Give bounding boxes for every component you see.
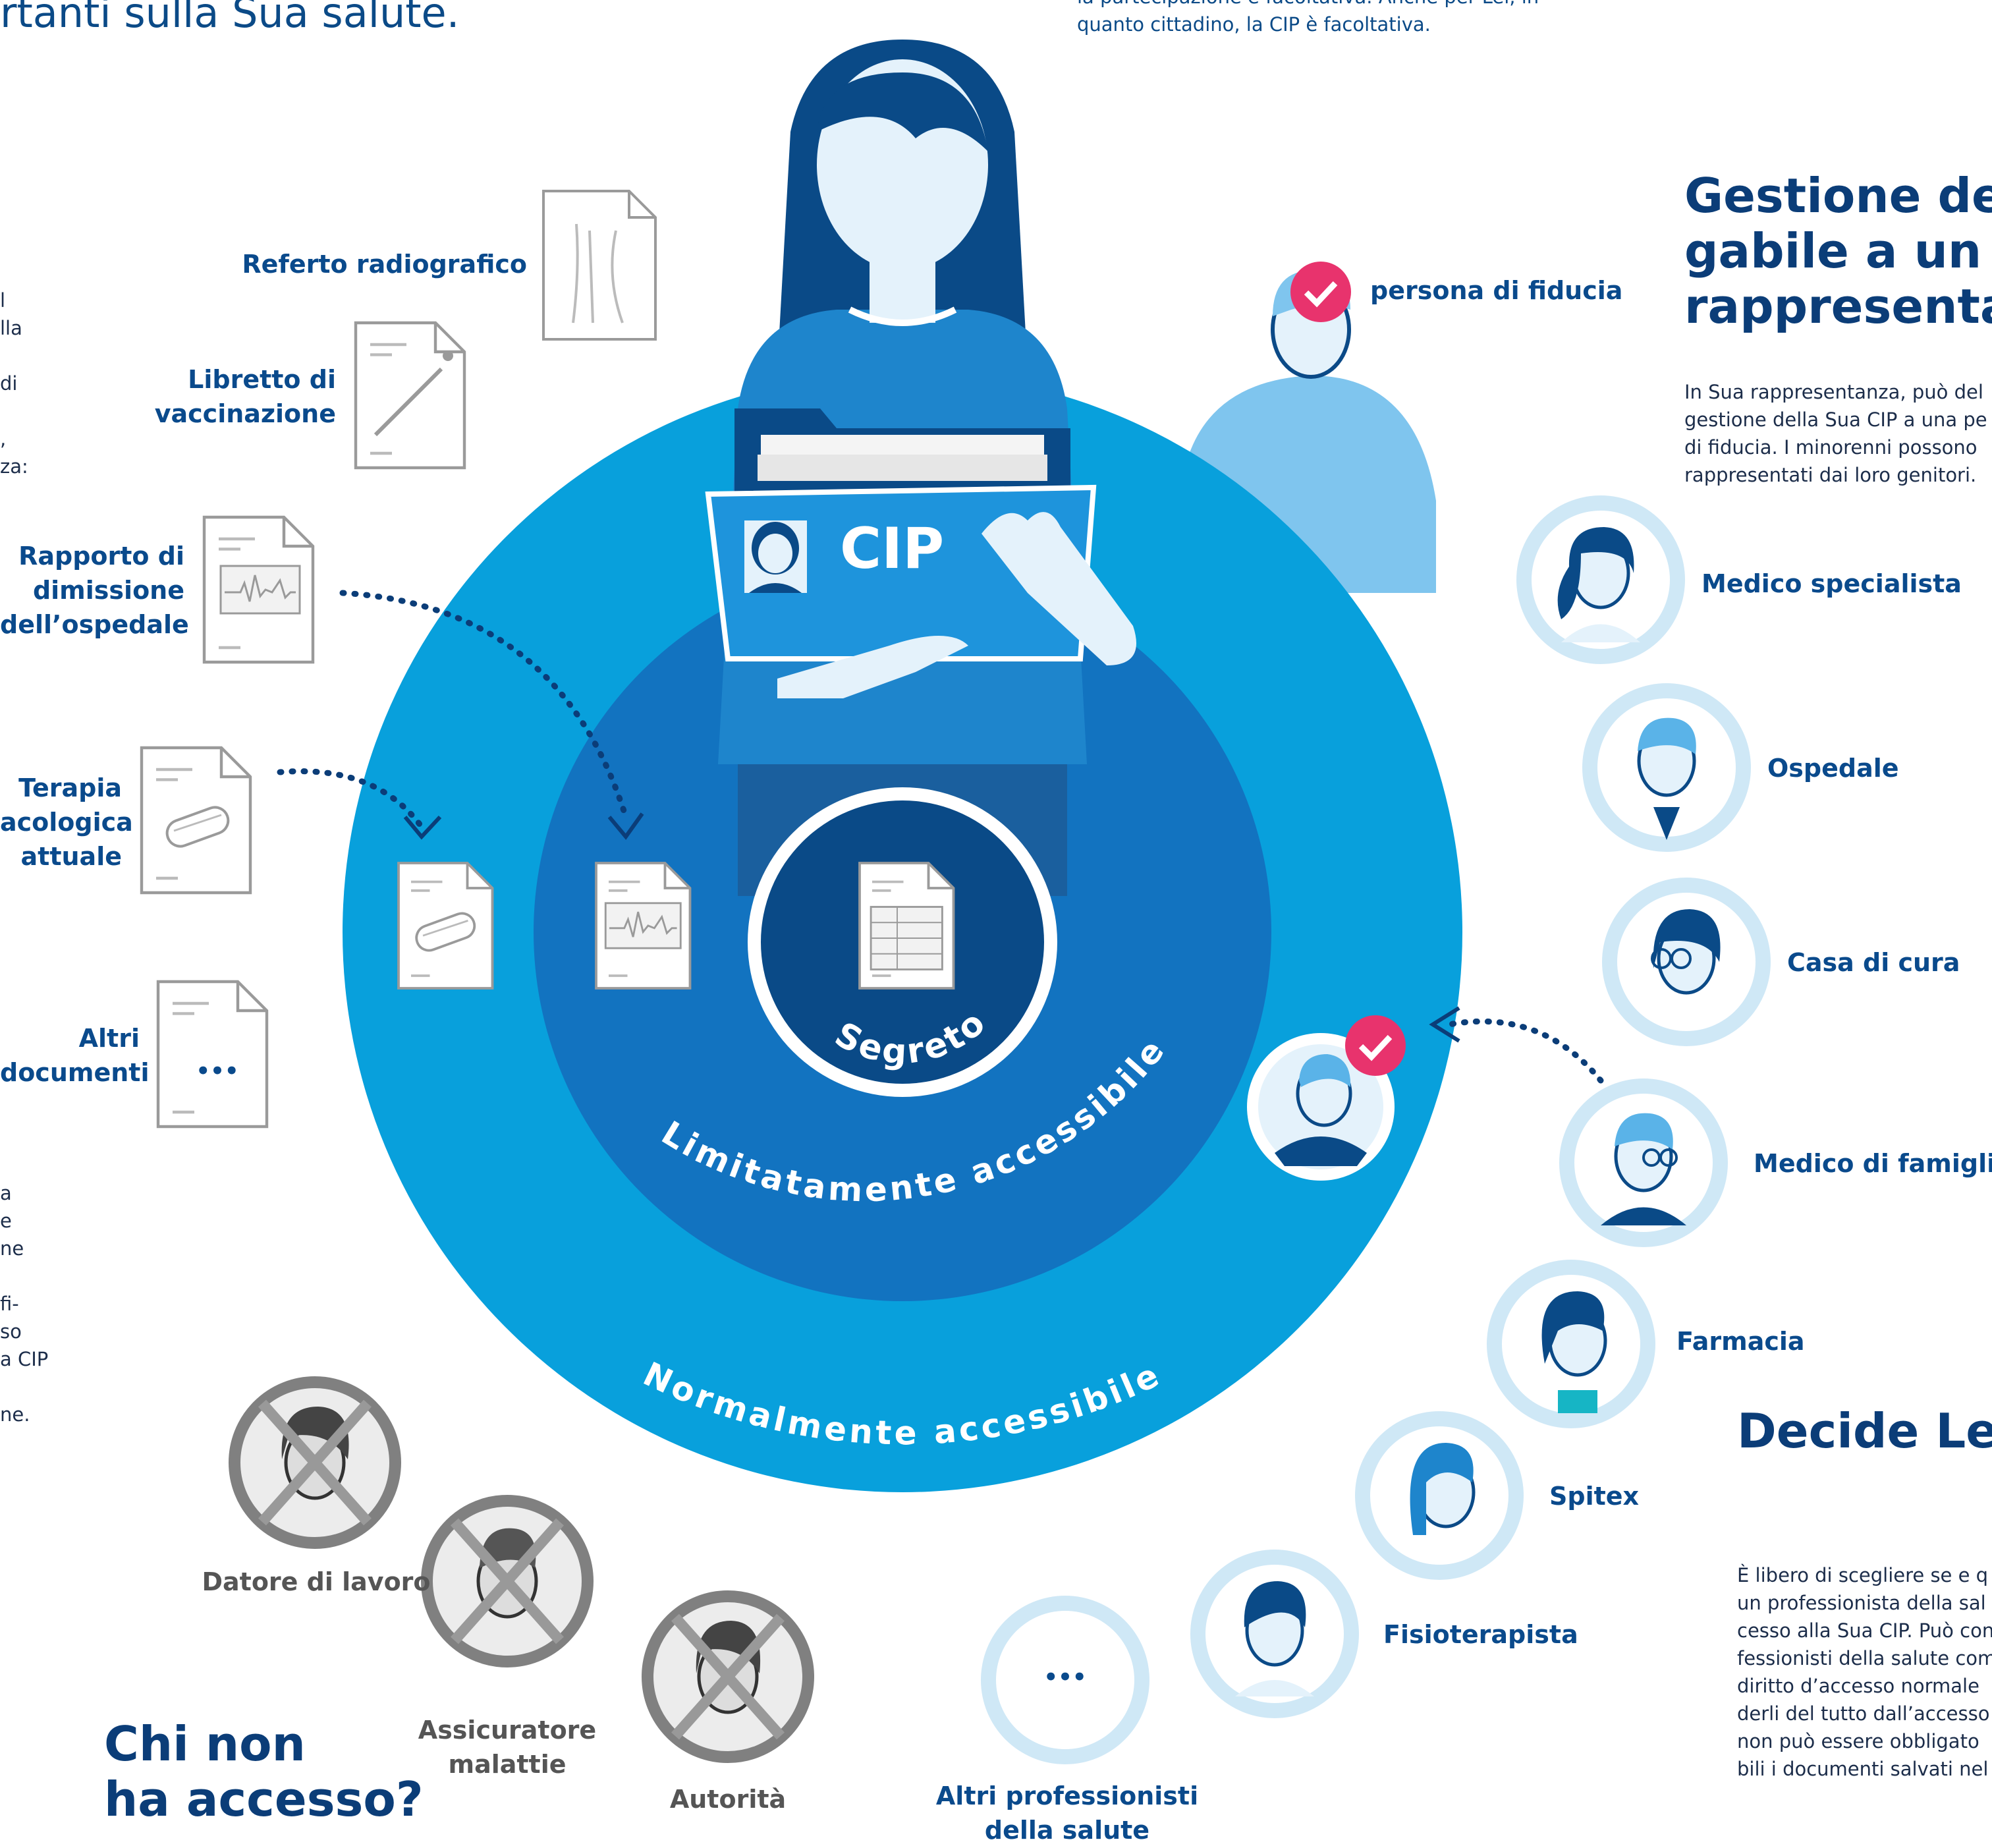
label-hospital: Ospedale	[1767, 754, 1899, 783]
left-text-fragment-bottom: a e ne fi- so a CIP ne.	[0, 1182, 49, 1426]
no-access-avatars	[229, 1376, 814, 1763]
label-physiotherapist: Fisioterapista	[1383, 1620, 1578, 1649]
label-employer: Datore di lavoro	[202, 1567, 431, 1596]
page-title-fragment: rtanti sulla Sua salute.	[0, 0, 460, 37]
dotted-arrows	[277, 590, 1604, 1084]
decide-heading: Decide Lei.	[1737, 1403, 1992, 1459]
check-icon	[1290, 262, 1351, 322]
pharmacy-avatar	[1487, 1260, 1655, 1428]
other-professionals-avatar	[981, 1596, 1149, 1764]
specialist-avatar	[1516, 495, 1685, 664]
label-nursing-home: Casa di cura	[1787, 948, 1960, 977]
trusted-person-label: persona di fiducia	[1370, 276, 1623, 305]
delegation-body: In Sua rappresentanza, può del gestione …	[1684, 381, 1987, 486]
label-insurer: Assicuratore malattie	[418, 1716, 597, 1779]
label-specialist: Medico specialista	[1702, 569, 1962, 598]
ellipsis-icon: •••	[1043, 1664, 1087, 1691]
doc-label-xray: Referto radiografico	[242, 250, 527, 279]
label-authority: Autorità	[669, 1785, 787, 1814]
employer-crossed-avatar	[229, 1376, 401, 1549]
no-access-heading: Chi non ha accesso?	[104, 1716, 424, 1827]
ellipsis-icon: •••	[196, 1058, 239, 1084]
arrowheads	[403, 812, 1460, 1043]
label-family-doctor: Medico di famiglia	[1754, 1149, 1992, 1178]
label-other-professionals: Altri professionisti della salute	[935, 1781, 1199, 1845]
left-text-fragment-top: l lla di , za:	[0, 289, 28, 478]
label-pharmacy: Farmacia	[1676, 1327, 1805, 1356]
professional-avatars	[981, 495, 1771, 1764]
therapy-document-icon	[142, 748, 250, 893]
secret-document-icon	[858, 862, 955, 990]
label-spitex: Spitex	[1549, 1482, 1640, 1511]
nursing-home-avatar	[1602, 878, 1771, 1046]
pill-document-icon	[397, 862, 494, 990]
cip-folder-label: CIP	[840, 516, 944, 582]
intro-text-fragment: la partecipazione è facoltativa. Anche p…	[1077, 0, 1539, 36]
family-doctor-avatar	[1559, 1078, 1728, 1247]
doc-label-other: Altri documenti	[0, 1024, 150, 1087]
vaccination-document-icon	[356, 323, 464, 468]
decide-body: È libero di scegliere se e q un professi…	[1737, 1564, 1992, 1780]
authority-crossed-avatar	[642, 1590, 814, 1763]
patient-figure	[705, 40, 1136, 896]
insurer-crossed-avatar	[421, 1495, 594, 1667]
doc-label-discharge: Rapporto di dimissione dell’ospedale	[0, 542, 189, 639]
check-icon	[1345, 1015, 1406, 1076]
delegation-heading: Gestione dele gabile a un rappresentant	[1684, 168, 1992, 334]
spitex-avatar	[1355, 1411, 1524, 1580]
xray-document-icon	[542, 190, 657, 341]
discharge-document-icon	[204, 517, 313, 662]
doc-label-vaccination: Libretto di vaccinazione	[154, 365, 336, 428]
hospital-avatar	[1582, 683, 1751, 852]
doc-label-therapy: Terapia acologica attuale	[0, 773, 133, 871]
ecg-document-icon	[595, 862, 692, 990]
physiotherapist-avatar	[1190, 1550, 1359, 1718]
